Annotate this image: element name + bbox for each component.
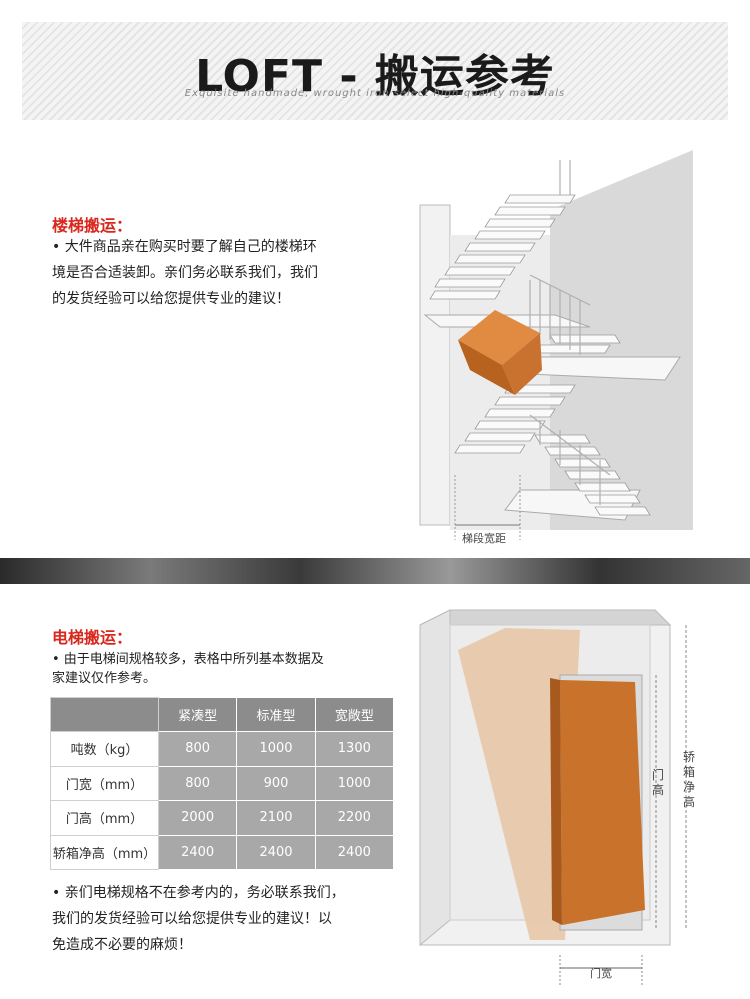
stairs-line: 境是否合适装卸。亲们务必联系我们，我们 bbox=[52, 265, 318, 281]
row-label: 门宽（mm） bbox=[50, 765, 159, 801]
table-header-row: 紧凑型 标准型 宽敞型 bbox=[50, 697, 395, 732]
row-label: 轿箱净高（mm） bbox=[50, 834, 159, 870]
elevator-heading: 电梯搬运： bbox=[52, 628, 133, 647]
table-cell: 2400 bbox=[314, 834, 395, 870]
elevator-intro-line: • 由于电梯间规格较多，表格中所列基本数据及 bbox=[52, 652, 324, 667]
row-label: 门高（mm） bbox=[50, 800, 159, 836]
page-subtitle: Exquisite handmade, wrought iron select … bbox=[184, 88, 566, 99]
elevator-note-line: 我们的发货经验可以给您提供专业的建议！以 bbox=[52, 911, 332, 927]
elevator-note-line: 免造成不必要的麻烦！ bbox=[52, 937, 192, 953]
table-cell: 2200 bbox=[314, 800, 395, 836]
elevator-note: • 亲们电梯规格不在参考内的，务必联系我们， 我们的发货经验可以给您提供专业的建… bbox=[52, 880, 392, 958]
table-cell: 800 bbox=[157, 731, 238, 767]
header-banner bbox=[22, 22, 728, 120]
section-divider bbox=[0, 558, 750, 584]
elevator-note-line: • 亲们电梯规格不在参考内的，务必联系我们， bbox=[52, 885, 345, 901]
table-cell: 1000 bbox=[314, 765, 395, 801]
table-cell: 800 bbox=[157, 765, 238, 801]
page-title: LOFT - 搬运参考 bbox=[195, 51, 555, 102]
table-row: 吨数（kg） 800 1000 1300 bbox=[50, 731, 395, 767]
table-row: 轿箱净高（mm） 2400 2400 2400 bbox=[50, 834, 395, 870]
table-row: 门宽（mm） 800 900 1000 bbox=[50, 765, 395, 801]
stairs-text: • 大件商品亲在购买时要了解自己的楼梯环 境是否合适装卸。亲们务必联系我们，我们… bbox=[52, 234, 372, 312]
stairs-heading: 楼梯搬运： bbox=[52, 216, 133, 235]
table-cell: 2100 bbox=[236, 800, 316, 836]
elevator-intro-line: 家建议仅作参考。 bbox=[52, 671, 157, 686]
column-header: 标准型 bbox=[236, 697, 316, 732]
table-cell: 2400 bbox=[236, 834, 316, 870]
cabin-height-label: 轿箱净高 bbox=[682, 750, 695, 809]
stair-illustration bbox=[419, 150, 693, 540]
elevator-intro: • 由于电梯间规格较多，表格中所列基本数据及 家建议仅作参考。 bbox=[52, 650, 392, 688]
elevator-illustration bbox=[419, 609, 687, 985]
door-width-label: 门宽 bbox=[590, 967, 612, 980]
stairs-line: 的发货经验可以给您提供专业的建议！ bbox=[52, 291, 290, 307]
row-label: 吨数（kg） bbox=[50, 731, 159, 767]
column-header: 紧凑型 bbox=[157, 697, 238, 732]
table-cell: 1300 bbox=[314, 731, 395, 767]
stair-width-label: 梯段宽距 bbox=[462, 532, 506, 545]
stairs-line: • 大件商品亲在购买时要了解自己的楼梯环 bbox=[52, 239, 317, 255]
table-cell: 2000 bbox=[157, 800, 238, 836]
table-cell: 900 bbox=[236, 765, 316, 801]
column-header: 宽敞型 bbox=[314, 697, 395, 732]
table-cell: 1000 bbox=[236, 731, 316, 767]
table-cell: 2400 bbox=[157, 834, 238, 870]
elevator-spec-table: 紧凑型 标准型 宽敞型 吨数（kg） 800 1000 1300 门宽（mm） … bbox=[50, 697, 395, 870]
table-row: 门高（mm） 2000 2100 2200 bbox=[50, 800, 395, 836]
door-height-label: 门高 bbox=[651, 768, 664, 797]
table-corner-cell bbox=[50, 697, 159, 732]
